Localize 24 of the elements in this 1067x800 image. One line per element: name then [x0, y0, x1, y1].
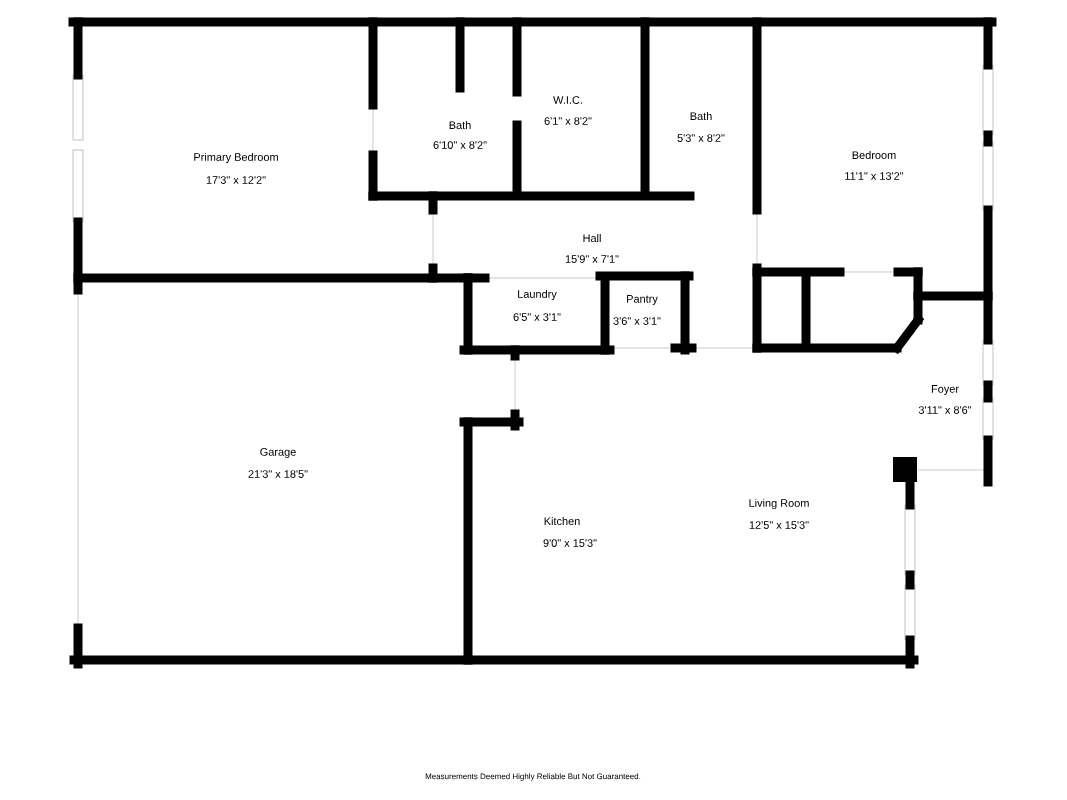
room-name: Pantry: [627, 295, 658, 305]
room-name: W.I.C.: [553, 96, 582, 104]
room-dimensions: 5'3" x 8'2": [677, 134, 725, 142]
room-dimensions: 6'10" x 8'2": [433, 141, 487, 149]
room-dimensions: 3'11" x 8'6": [918, 406, 972, 414]
room-name: Bedroom: [852, 151, 896, 159]
room-name: Laundry: [518, 289, 557, 301]
room-dimensions: 15'9" x 7'1": [565, 255, 619, 263]
room-dimensions: 12'5" x 15'3": [749, 521, 809, 529]
room-dimensions: 21'3" x 18'5": [248, 470, 308, 478]
room-dimensions: 6'1" x 8'2": [544, 117, 592, 125]
room-name: Garage: [260, 448, 296, 458]
room-name: Hall: [583, 234, 601, 242]
room-name: Bath: [449, 121, 471, 129]
room-dimensions: 11'1" x 13'2": [845, 172, 904, 180]
room-dimensions: 3'6" x 3'1": [613, 317, 661, 325]
room-dimensions: 6'5" x 3'1": [513, 313, 561, 321]
room-name: Living Room: [749, 498, 809, 510]
room-dimensions: 9'0" x 15'3": [543, 539, 597, 547]
room-dimensions: 17'3" x 12'2": [206, 176, 266, 184]
room-name: Primary Bedroom: [194, 152, 278, 164]
room-name: Bath: [690, 112, 712, 120]
room-name: Foyer: [931, 385, 959, 395]
room-name: Kitchen: [544, 517, 580, 525]
